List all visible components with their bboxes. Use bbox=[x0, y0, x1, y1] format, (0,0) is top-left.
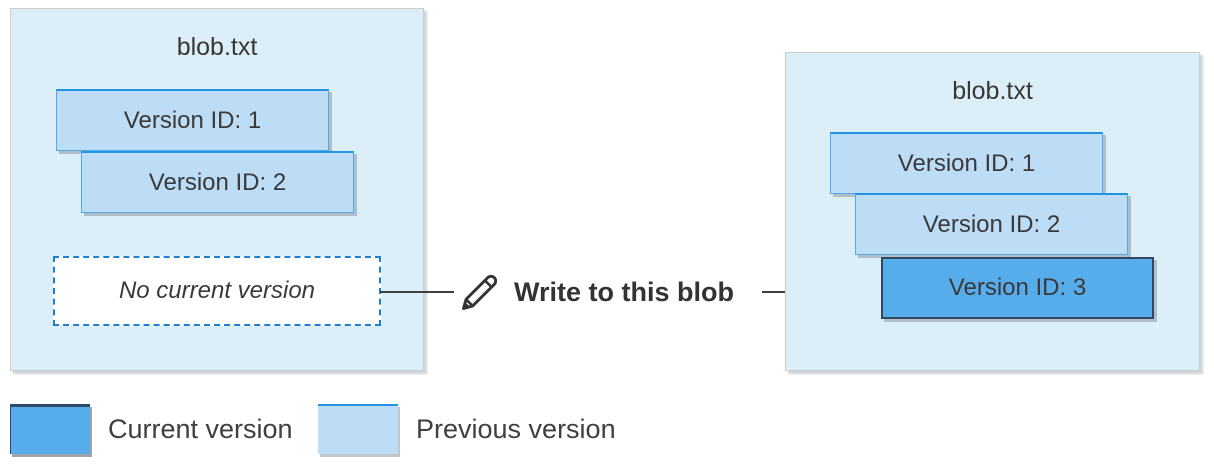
no-current-version-box: No current version bbox=[53, 256, 381, 326]
left-blob-title: blob.txt bbox=[176, 33, 258, 61]
legend-swatch-current-version bbox=[10, 404, 90, 454]
left-version-box-1: Version ID: 1 bbox=[56, 89, 329, 151]
right-blob-title: blob.txt bbox=[952, 77, 1033, 105]
no-current-version-label: No current version bbox=[118, 277, 316, 304]
left-version-label-2: Version ID: 2 bbox=[148, 168, 287, 196]
left-version-label-1: Version ID: 1 bbox=[123, 106, 262, 134]
write-action-label: Write to this blob bbox=[514, 276, 734, 307]
right-version-label-2: Version ID: 2 bbox=[922, 210, 1061, 238]
left-blob-container: blob.txt Version ID: 1 Version ID: 2 No … bbox=[10, 8, 424, 371]
right-version-box-1: Version ID: 1 bbox=[830, 132, 1103, 194]
legend-label-previous-version: Previous version bbox=[416, 413, 616, 444]
connector-line-left bbox=[380, 291, 454, 293]
right-version-label-1: Version ID: 1 bbox=[897, 149, 1036, 177]
right-blob-container: blob.txt Version ID: 1 Version ID: 2 Ver… bbox=[785, 52, 1200, 371]
legend-label-current-version: Current version bbox=[108, 413, 293, 444]
right-version-box-3-current: Version ID: 3 bbox=[881, 257, 1154, 319]
right-version-label-3: Version ID: 3 bbox=[948, 274, 1087, 301]
write-action: Write to this blob bbox=[458, 266, 734, 318]
right-version-box-2: Version ID: 2 bbox=[855, 193, 1128, 255]
legend-swatch-previous-version bbox=[318, 404, 398, 454]
pencil-icon bbox=[462, 274, 498, 310]
left-version-box-2: Version ID: 2 bbox=[81, 151, 354, 213]
